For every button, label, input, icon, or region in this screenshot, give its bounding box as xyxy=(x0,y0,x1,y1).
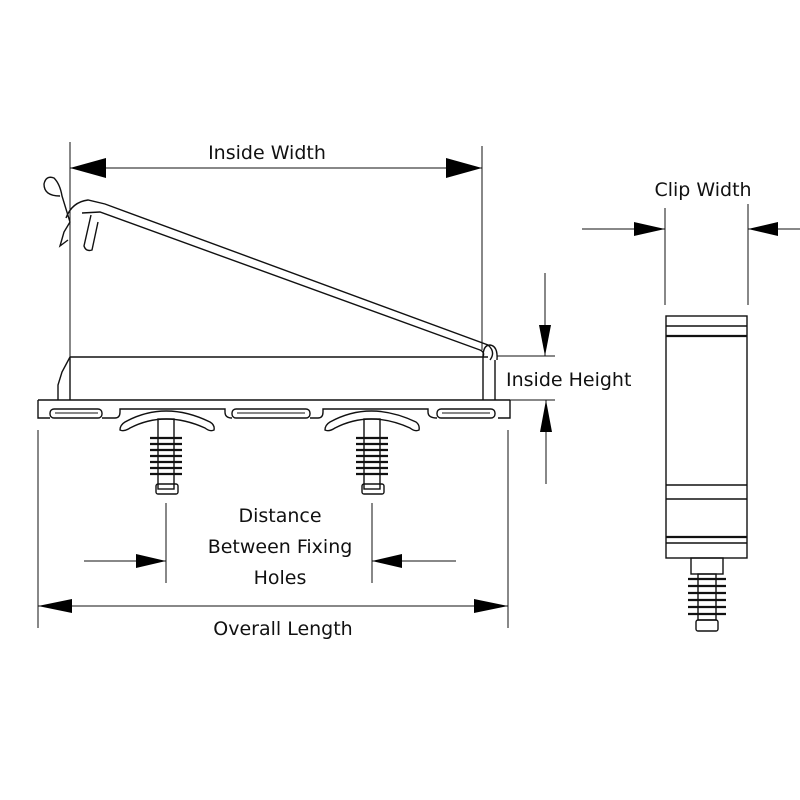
label-overall-length: Overall Length xyxy=(213,618,352,640)
dimension-overall-length: Overall Length xyxy=(37,430,509,640)
slot xyxy=(231,408,311,419)
fixing-post-end xyxy=(688,557,726,632)
label-distance-line-3: Holes xyxy=(254,567,307,589)
arrowhead-left xyxy=(372,554,402,568)
dimension-inside-width: Inside Width xyxy=(69,142,483,357)
arrowhead-right xyxy=(634,222,665,236)
fixing-post-1 xyxy=(119,410,215,495)
label-inside-height: Inside Height xyxy=(506,369,631,391)
arrowhead-left xyxy=(70,158,106,178)
fixing-fins xyxy=(150,436,182,476)
dimension-fixing-distance: Distance Between Fixing Holes xyxy=(84,503,456,589)
arrowhead-left xyxy=(38,599,72,613)
clip-end-body xyxy=(665,315,748,559)
label-distance-line-2: Between Fixing xyxy=(208,536,353,558)
wing-arc xyxy=(324,410,420,432)
label-clip-width: Clip Width xyxy=(654,179,751,201)
base-slots xyxy=(49,408,496,419)
dimension-inside-height: Inside Height xyxy=(497,273,631,484)
fixing-post-2 xyxy=(324,410,420,495)
side-view: Inside Width Inside Height Distance Betw… xyxy=(37,142,631,640)
end-view: Clip Width xyxy=(582,179,800,632)
clip-lid-arm xyxy=(43,176,498,361)
dimension-clip-width: Clip Width xyxy=(582,179,800,305)
fixing-fins xyxy=(356,436,388,476)
wing-arc xyxy=(119,410,215,432)
arrowhead-right xyxy=(446,158,482,178)
arrowhead-left xyxy=(748,222,778,236)
slot xyxy=(436,408,496,419)
arrowhead-right xyxy=(474,599,508,613)
arrowhead-right xyxy=(136,554,166,568)
label-distance-line-1: Distance xyxy=(238,505,321,527)
clip-base-body xyxy=(37,356,511,419)
arrowhead-up xyxy=(540,400,552,432)
arrowhead-down xyxy=(539,325,551,356)
label-inside-width: Inside Width xyxy=(208,142,326,164)
slot xyxy=(49,408,103,419)
